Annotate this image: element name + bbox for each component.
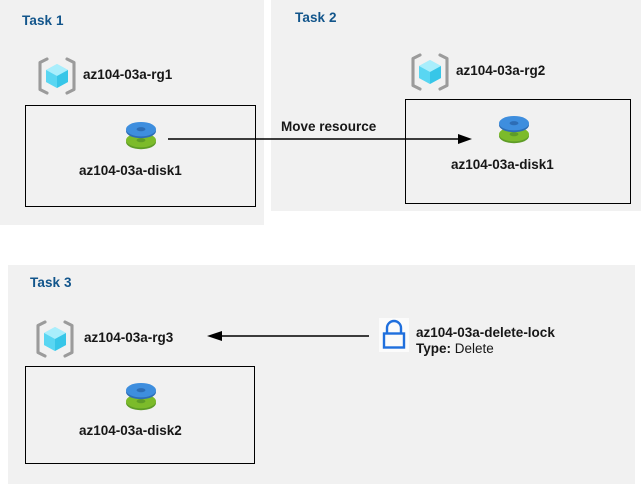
task-3-heading: Task 3 <box>30 275 72 290</box>
task-1-heading: Task 1 <box>22 13 64 28</box>
disk-label-disk1-destination: az104-03a-disk1 <box>451 157 554 172</box>
delete-lock-type-key: Type: <box>416 341 452 356</box>
move-resource-arrow <box>168 134 472 144</box>
move-resource-caption: Move resource <box>281 119 377 134</box>
delete-lock-type-value: Delete <box>454 341 494 356</box>
disk-icon <box>126 122 156 150</box>
resource-group-icon <box>38 57 76 95</box>
disk-label-disk2: az104-03a-disk2 <box>79 423 182 438</box>
task-2-heading: Task 2 <box>295 10 337 25</box>
resource-box-task-1 <box>25 105 256 207</box>
resource-group-label-rg2: az104-03a-rg2 <box>456 63 546 78</box>
resource-group-label-rg1: az104-03a-rg1 <box>83 67 173 82</box>
resource-group-icon <box>411 53 449 91</box>
disk-label-disk1-source: az104-03a-disk1 <box>79 163 182 178</box>
delete-lock-label: az104-03a-delete-lock Type: Delete <box>416 325 555 356</box>
resource-group-label-rg3: az104-03a-rg3 <box>84 330 174 345</box>
delete-lock-type-row: Type: Delete <box>416 341 555 356</box>
lock-icon <box>379 318 409 352</box>
resource-group-icon <box>36 320 74 358</box>
disk-icon <box>499 116 529 144</box>
delete-lock-name: az104-03a-delete-lock <box>416 325 555 340</box>
delete-lock-arrow <box>207 331 369 341</box>
disk-icon <box>126 383 156 411</box>
resource-box-task-3 <box>25 366 255 464</box>
